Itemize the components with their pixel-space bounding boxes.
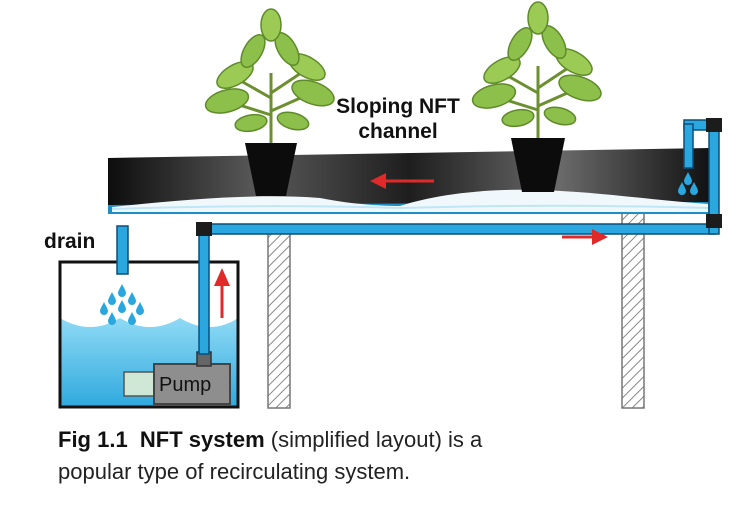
supply-pipe (196, 118, 722, 355)
drain-pipe (116, 225, 129, 275)
right-support-leg (621, 204, 645, 409)
nft-system-diagram: Pump Sloping NFT channel drain (44, 1, 722, 409)
figure-caption: Fig 1.1 NFT system (simplified layout) i… (58, 424, 738, 488)
drain-water-drops (100, 284, 144, 325)
pump-label: Pump (159, 374, 211, 396)
caption-line-2: popular type of recirculating system. (58, 459, 411, 484)
left-support-leg (267, 227, 291, 409)
net-pot-right (511, 138, 565, 192)
flow-arrow-channel-left (370, 173, 434, 189)
plant-left (204, 8, 335, 143)
channel-label-line2: channel (358, 120, 437, 143)
flow-arrow-pump-up (214, 268, 230, 318)
drain-label: drain (44, 230, 95, 253)
caption-rest-line1: (simplified layout) is a (270, 427, 483, 452)
net-pot-left (245, 143, 297, 196)
pump: Pump (123, 351, 231, 405)
caption-line-1: Fig 1.1 NFT system (simplified layout) i… (58, 424, 738, 456)
flow-arrow-pipe-right (562, 229, 608, 245)
caption-title: NFT system (139, 427, 265, 452)
caption-fig-number: Fig 1.1 (58, 427, 128, 452)
channel-label-line1: Sloping NFT (336, 95, 460, 118)
plant-right (471, 1, 602, 138)
